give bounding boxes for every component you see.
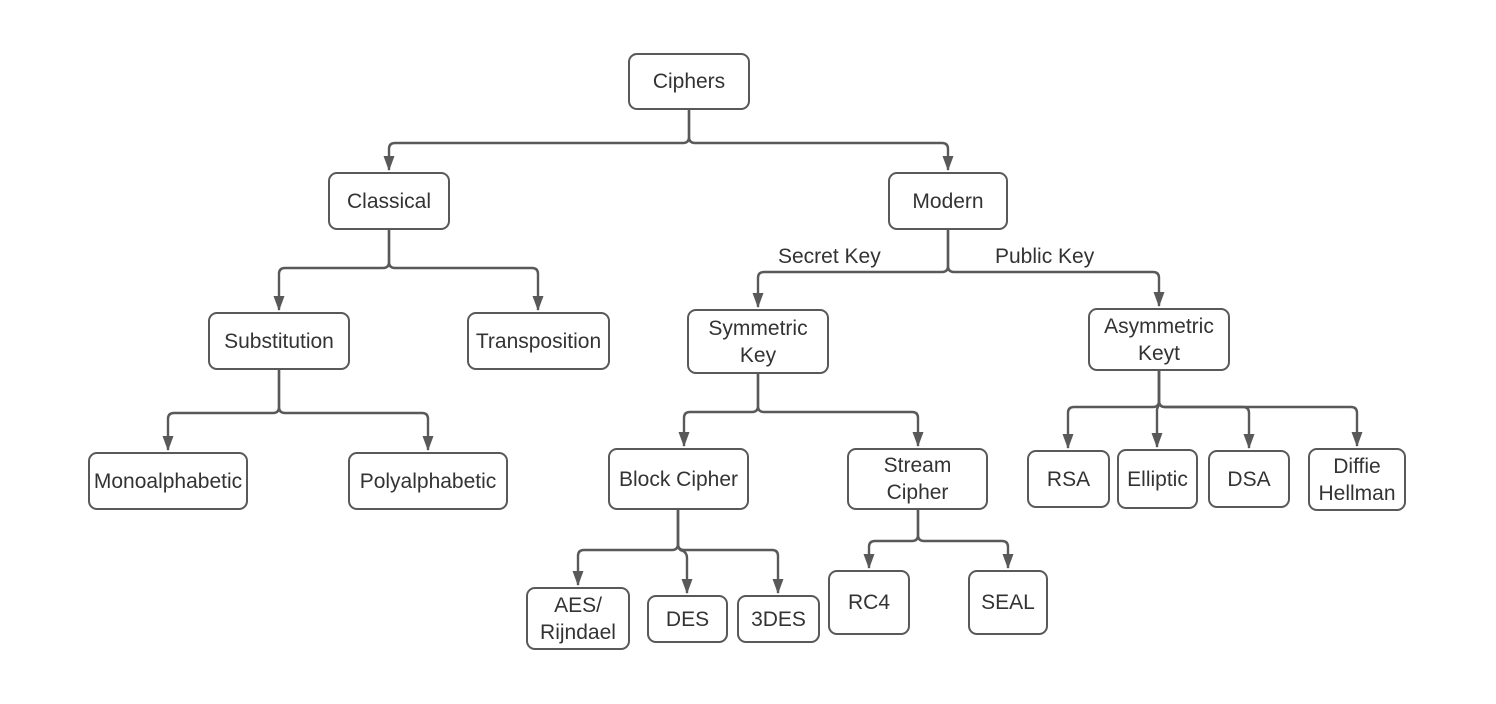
node-des: DES <box>647 595 728 643</box>
edge-label-public-key: Public Key <box>995 245 1095 268</box>
node-monoalphabetic: Monoalphabetic <box>88 452 248 510</box>
node-seal: SEAL <box>968 570 1048 635</box>
node-polyalphabetic: Polyalphabetic <box>348 452 508 510</box>
edge-asymmetric-dsa <box>1157 371 1255 449</box>
node-classical: Classical <box>328 172 450 230</box>
node-rsa: RSA <box>1027 450 1110 508</box>
node-ciphers: Ciphers <box>628 53 750 110</box>
node-block-cipher: Block Cipher <box>608 448 749 510</box>
node-rc4: RC4 <box>828 570 910 635</box>
edge-substitution-monoalphabetic <box>162 370 281 451</box>
edge-ciphers-modern <box>687 110 954 171</box>
edge-stream-rc4 <box>863 510 920 569</box>
edge-symmetric-block <box>678 374 760 447</box>
node-transposition: Transposition <box>467 312 610 370</box>
node-stream-cipher: Stream Cipher <box>847 448 988 510</box>
edge-symmetric-stream <box>756 374 924 447</box>
edge-block-aes <box>572 510 680 586</box>
edge-ciphers-classical <box>383 110 691 171</box>
edge-stream-seal <box>916 510 1014 569</box>
edge-classical-substitution <box>273 230 391 311</box>
node-aes-rijndael: AES/ Rijndael <box>526 587 630 650</box>
edge-modern-asymmetric <box>946 230 1165 307</box>
edge-substitution-polyalphabetic <box>277 370 434 451</box>
node-dsa: DSA <box>1208 450 1290 508</box>
node-diffie-hellman: Diffie Hellman <box>1308 448 1406 511</box>
node-elliptic: Elliptic <box>1117 449 1198 509</box>
node-modern: Modern <box>888 172 1008 230</box>
node-3des: 3DES <box>737 595 820 643</box>
edge-asymmetric-rsa <box>1062 371 1161 449</box>
edge-block-des <box>676 510 693 594</box>
node-substitution: Substitution <box>208 312 350 370</box>
edge-label-secret-key: Secret Key <box>778 245 881 268</box>
edge-block-3des <box>676 510 784 594</box>
edge-classical-transposition <box>387 230 544 311</box>
edge-asymmetric-diffie <box>1157 371 1363 447</box>
node-symmetric-key: Symmetric Key <box>687 309 829 374</box>
node-asymmetric-key: Asymmetric Keyt <box>1088 308 1230 371</box>
